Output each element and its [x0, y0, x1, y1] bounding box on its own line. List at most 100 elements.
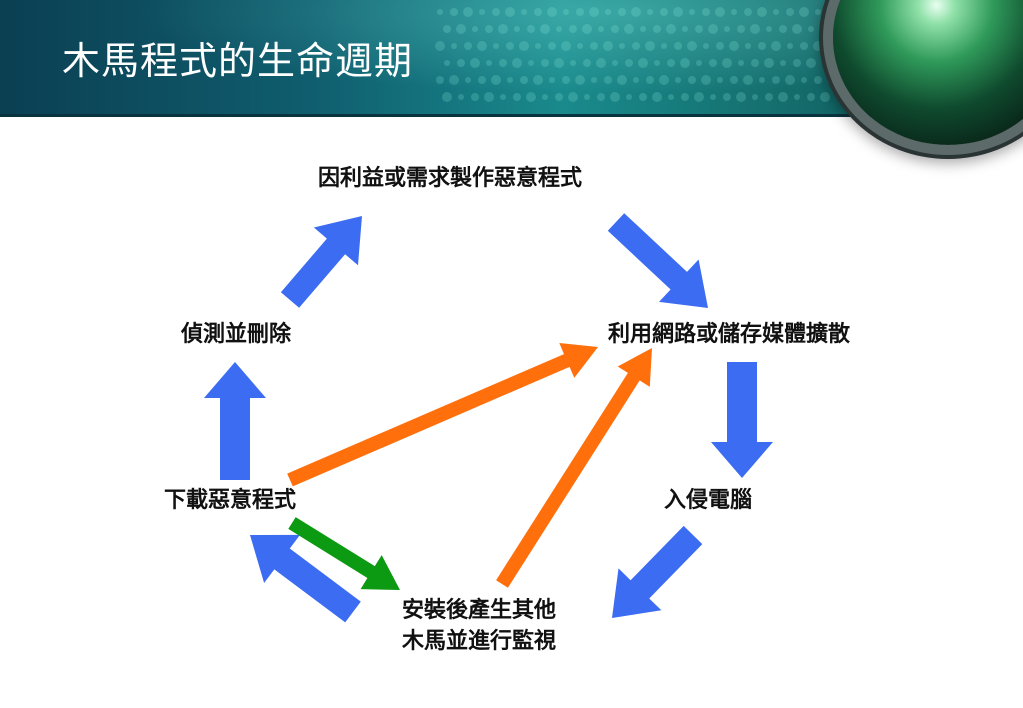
node-install-line-2: 木馬並進行監視	[402, 629, 557, 654]
banner-dot	[591, 77, 597, 83]
banner-dot	[745, 43, 751, 49]
banner-dot	[534, 8, 542, 16]
banner-dot	[750, 24, 760, 34]
banner-dot	[624, 24, 634, 34]
banner-dot	[645, 41, 655, 51]
arrow-download-to-spread	[287, 343, 598, 487]
banner-dot	[675, 77, 681, 83]
banner-dot	[729, 41, 739, 51]
banner-dot	[561, 41, 571, 51]
banner-dot	[443, 25, 451, 33]
banner-dot	[477, 41, 487, 51]
banner-dot	[568, 92, 578, 102]
banner-dot	[730, 76, 738, 84]
banner-dot	[625, 59, 633, 67]
banner-dot	[507, 77, 513, 83]
banner-dot	[815, 9, 821, 15]
node-download-malware: 下載惡意程式	[164, 488, 297, 513]
banner-dot	[828, 8, 836, 16]
banner-dot	[486, 60, 492, 66]
banner-dot	[687, 41, 697, 51]
banner-dot	[660, 8, 668, 16]
slide-title: 木馬程式的生命週期	[62, 39, 414, 83]
banner-dot	[666, 24, 676, 34]
banner-dot	[808, 26, 814, 32]
banner-dot	[743, 75, 753, 85]
banner-dot	[694, 92, 704, 102]
node-invade-computer: 入侵電腦	[664, 488, 753, 513]
banner-dot	[449, 75, 459, 85]
banner-dot	[575, 75, 585, 85]
banner-dot	[500, 94, 506, 100]
banner-dot	[724, 26, 730, 32]
banner-dot	[554, 58, 564, 68]
banner-dot	[822, 60, 828, 66]
banner-dot	[771, 41, 781, 51]
banner-dot	[471, 93, 479, 101]
banner-dot	[541, 59, 549, 67]
node-spread: 利用網路或儲存媒體擴散	[608, 322, 851, 347]
banner-dot	[757, 7, 767, 17]
banner-dot	[786, 8, 794, 16]
banner-dot	[570, 60, 576, 66]
banner-dot	[668, 94, 674, 100]
banner-dot	[540, 24, 550, 34]
banner-dot	[646, 76, 654, 84]
banner-dot	[520, 76, 528, 84]
banner-dot	[584, 94, 590, 100]
banner-dot	[472, 26, 478, 32]
arrow-detect-to-create	[280, 216, 362, 308]
banner-dot	[458, 94, 464, 100]
banner-dot	[799, 7, 809, 17]
node-detect-delete: 偵測並刪除	[181, 322, 292, 347]
banner-dot	[582, 24, 592, 34]
banner-dot	[456, 24, 466, 34]
banner-dot	[610, 92, 620, 102]
banner-dot	[827, 75, 837, 85]
banner-dot	[576, 8, 584, 16]
banner-dot	[521, 9, 527, 15]
banner-dot	[638, 58, 648, 68]
banner-dot	[751, 59, 759, 67]
banner-dot	[731, 9, 737, 15]
banner-dot	[682, 26, 688, 32]
banner-dot	[463, 7, 473, 17]
banner-dot	[779, 25, 787, 33]
banner-dot	[836, 94, 842, 100]
banner-dot	[611, 25, 619, 33]
banner-dot	[435, 41, 445, 51]
arrow-create-to-spread	[607, 213, 708, 308]
arrow-spread-to-invade	[711, 362, 773, 478]
banner-dot	[563, 9, 569, 15]
banner-dot	[722, 58, 732, 68]
banner-dot	[801, 77, 807, 83]
banner-dot	[450, 8, 458, 16]
banner-dot	[696, 60, 702, 66]
banner-dot	[695, 25, 703, 33]
banner-dot	[603, 41, 613, 51]
banner-dot	[596, 58, 606, 68]
banner-dot	[437, 9, 443, 15]
arrow-install-to-download	[250, 534, 361, 623]
banner-dot	[493, 43, 499, 49]
banner-dot	[528, 60, 534, 66]
banner-dot	[527, 25, 535, 33]
banner-dot	[773, 9, 779, 15]
banner-dot	[548, 42, 556, 50]
banner-dot	[654, 60, 660, 66]
banner-dot	[555, 93, 563, 101]
banner-dot	[688, 76, 696, 84]
banner-dot	[583, 59, 591, 67]
banner-dot	[640, 26, 646, 32]
banner-dot	[661, 43, 667, 49]
banner-dot	[526, 92, 536, 102]
banner-dot	[702, 8, 710, 16]
banner-dot	[631, 7, 641, 17]
banner-dot	[820, 92, 830, 102]
banner-dot	[590, 42, 598, 50]
banner-dot	[519, 41, 529, 51]
banner-dot	[647, 9, 653, 15]
banner-dot	[499, 59, 507, 67]
banner-dot	[813, 41, 823, 51]
